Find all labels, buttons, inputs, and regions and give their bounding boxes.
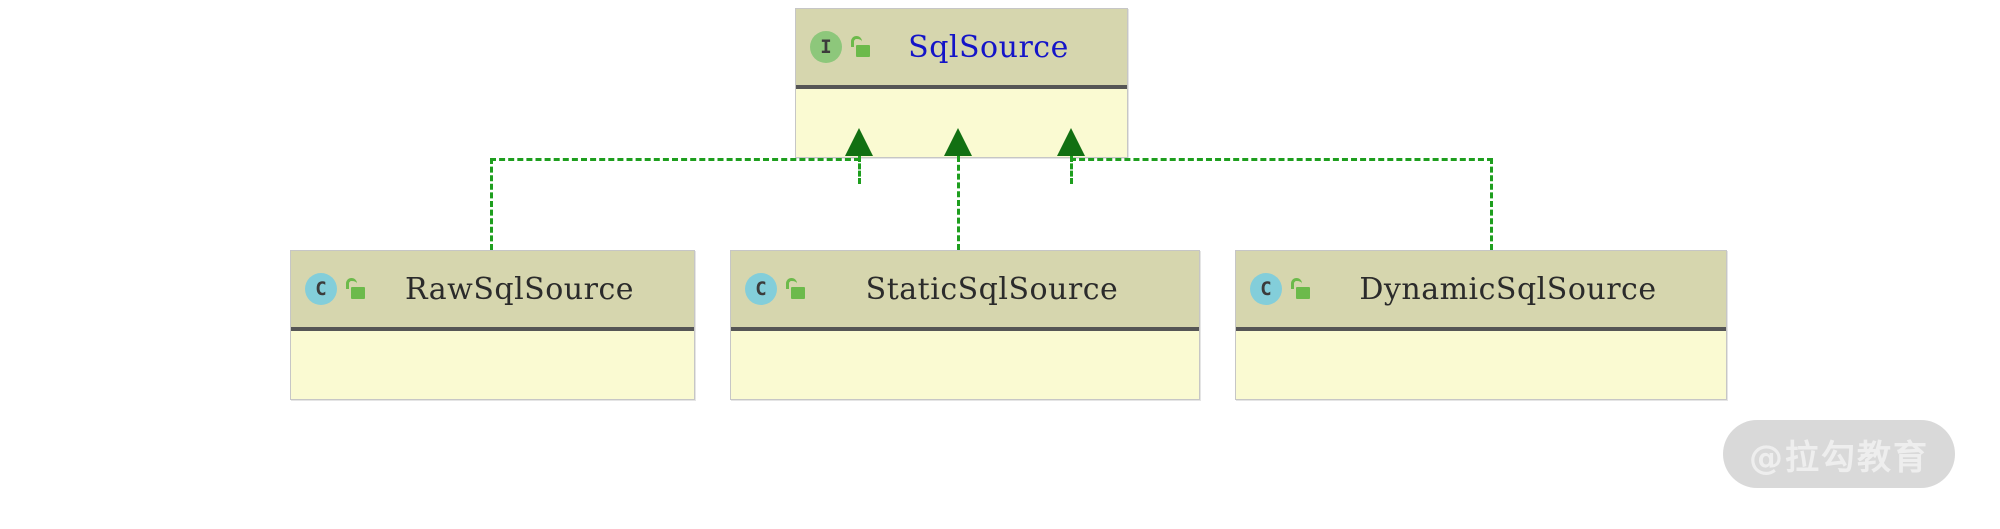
connector-dynamic-stub	[1070, 156, 1073, 184]
realization-arrowhead-dynamic	[1057, 128, 1085, 156]
connector-dynamic-horizontal	[1070, 158, 1493, 161]
watermark: @拉勾教育	[1723, 420, 1955, 488]
uml-node-title: RawSqlSource	[404, 271, 635, 307]
realization-arrowhead-static	[944, 128, 972, 156]
uml-node-header: I SqlSource	[796, 9, 1127, 89]
uml-node-title: StaticSqlSource	[865, 271, 1119, 307]
connector-raw-stub	[858, 156, 861, 184]
connector-raw-drop	[490, 158, 493, 250]
realization-arrowhead-raw	[845, 128, 873, 156]
unlock-icon	[785, 276, 807, 302]
unlock-icon	[850, 34, 872, 60]
connector-static-vertical	[957, 156, 960, 250]
uml-node-header: C DynamicSqlSource	[1236, 251, 1726, 331]
class-icon: C	[745, 273, 777, 305]
uml-node-members	[291, 331, 694, 397]
uml-node-dynamicsqlsource[interactable]: C DynamicSqlSource	[1235, 250, 1727, 400]
uml-node-sqlsource[interactable]: I SqlSource	[795, 8, 1128, 158]
uml-node-header: C StaticSqlSource	[731, 251, 1199, 331]
uml-node-rawsqlsource[interactable]: C RawSqlSource	[290, 250, 695, 400]
connector-dynamic-drop	[1490, 158, 1493, 250]
class-icon: C	[305, 273, 337, 305]
uml-node-title: SqlSource	[908, 29, 1069, 65]
uml-node-members	[1236, 331, 1726, 397]
unlock-icon	[1290, 276, 1312, 302]
class-icon: C	[1250, 273, 1282, 305]
uml-node-staticsqlsource[interactable]: C StaticSqlSource	[730, 250, 1200, 400]
uml-node-header: C RawSqlSource	[291, 251, 694, 331]
uml-node-title: DynamicSqlSource	[1359, 271, 1657, 307]
connector-raw-horizontal	[490, 158, 860, 161]
uml-node-members	[731, 331, 1199, 397]
unlock-icon	[345, 276, 367, 302]
interface-icon: I	[810, 31, 842, 63]
